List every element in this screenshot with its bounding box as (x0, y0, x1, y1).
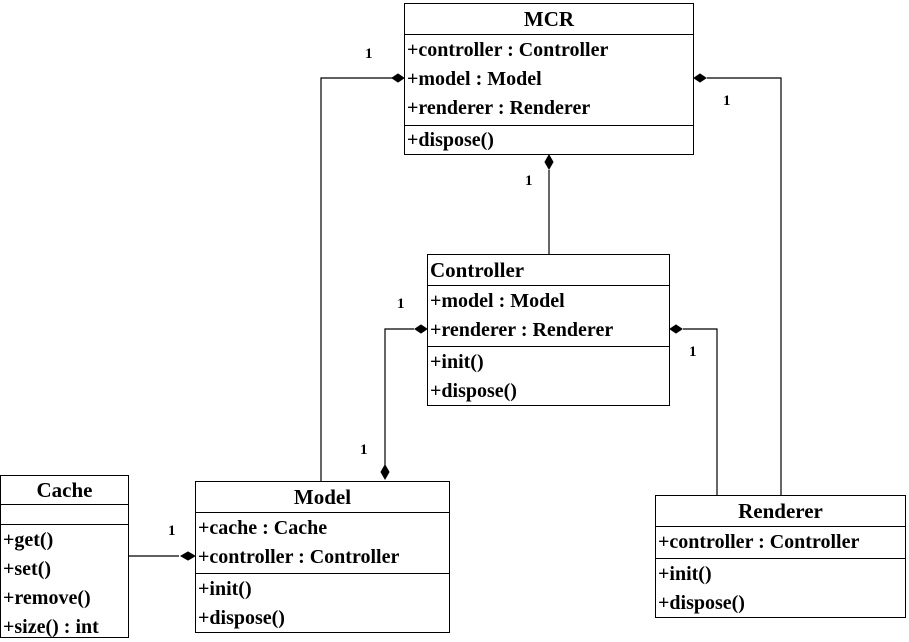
operation: +size() : int (3, 616, 99, 638)
operation: +dispose() (430, 380, 517, 402)
operation: +get() (3, 529, 54, 551)
operation: +init() (658, 563, 712, 585)
attributes-renderer: +controller : Controller (656, 527, 905, 559)
operations-cache: +get() +set() +remove() +size() : int (1, 525, 128, 642)
multiplicity-mcr-model: 1 (365, 46, 373, 62)
attribute: +model : Model (407, 68, 542, 90)
mcr-renderer-diamond (693, 73, 707, 83)
mcr-renderer-link (707, 77, 782, 495)
operations-model: +init() +dispose() (196, 574, 449, 633)
operations-renderer: +init() +dispose() (656, 559, 905, 618)
mcr-model-link (320, 77, 393, 481)
attribute: +renderer : Renderer (407, 97, 591, 119)
operation: +init() (430, 351, 484, 373)
class-name-cache: Cache (1, 476, 128, 505)
operation: +dispose() (658, 592, 745, 614)
attribute: +controller : Controller (198, 546, 400, 568)
class-controller[interactable]: Controller +model : Model +renderer : Re… (427, 254, 670, 406)
operation: +remove() (3, 587, 91, 609)
class-name-controller: Controller (428, 255, 669, 286)
attribute: +controller : Controller (658, 531, 860, 553)
attribute: +cache : Cache (198, 517, 328, 539)
multiplicity-controller-renderer: 1 (689, 344, 697, 360)
multiplicity-controller-model-at-controller: 1 (397, 296, 405, 312)
operation: +dispose() (198, 607, 285, 629)
model-cache-diamond (179, 551, 197, 561)
multiplicity-controller-model-at-model: 1 (360, 442, 368, 458)
controller-model-diamond-at-controller (414, 324, 428, 334)
multiplicity-mcr-controller: 1 (525, 173, 533, 189)
controller-model-link (384, 328, 414, 465)
operation: +set() (3, 558, 52, 580)
operations-controller: +init() +dispose() (428, 347, 669, 406)
attribute: +controller : Controller (407, 39, 609, 61)
attributes-controller: +model : Model +renderer : Renderer (428, 286, 669, 347)
controller-renderer-link (683, 328, 718, 495)
class-renderer[interactable]: Renderer +controller : Controller +init(… (655, 495, 906, 618)
class-model[interactable]: Model +cache : Cache +controller : Contr… (195, 481, 450, 633)
attributes-model: +cache : Cache +controller : Controller (196, 513, 449, 574)
multiplicity-mcr-renderer: 1 (723, 93, 731, 109)
class-cache[interactable]: Cache +get() +set() +remove() +size() : … (0, 475, 129, 638)
class-name-mcr: MCR (405, 4, 693, 35)
operation: +dispose() (407, 129, 494, 151)
class-mcr[interactable]: MCR +controller : Controller +model : Mo… (404, 3, 694, 155)
class-name-model: Model (196, 482, 449, 513)
class-name-renderer: Renderer (656, 496, 905, 527)
controller-model-diamond-at-model (380, 463, 390, 481)
attributes-cache (1, 505, 128, 525)
operation: +init() (198, 578, 252, 600)
multiplicity-model-cache: 1 (168, 523, 176, 539)
attributes-mcr: +controller : Controller +model : Model … (405, 35, 693, 126)
mcr-model-diamond (391, 73, 405, 83)
attribute: +model : Model (430, 290, 565, 312)
mcr-controller-diamond (544, 153, 554, 171)
controller-renderer-diamond (669, 324, 683, 334)
operations-mcr: +dispose() (405, 126, 693, 155)
attribute: +renderer : Renderer (430, 319, 614, 341)
